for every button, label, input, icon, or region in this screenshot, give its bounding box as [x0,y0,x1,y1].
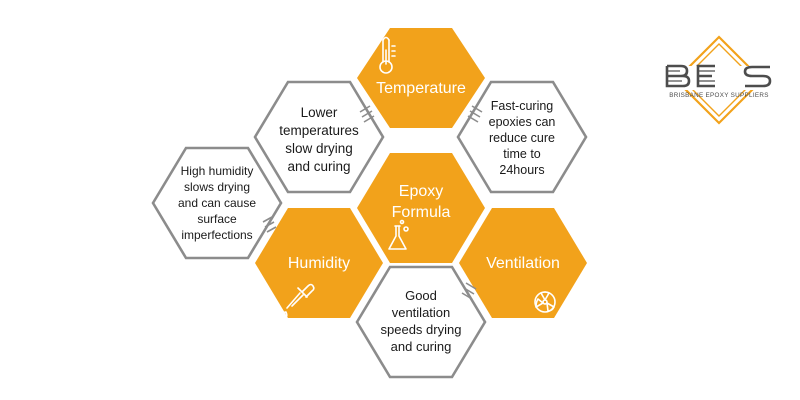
lower-temps-line-3: slow drying [285,141,353,156]
flask-icon [388,219,409,250]
humidity-label: Humidity [288,255,350,272]
good-ventilation-line-2: ventilation [392,305,451,320]
hex-temperature: Temperature [357,28,485,128]
good-ventilation-line-4: and curing [391,339,452,354]
hex-fast-curing: Fast-curing epoxies can reduce cure time… [456,80,588,194]
connector-ticks [262,105,483,300]
fast-curing-line-2: epoxies can [489,115,556,129]
thermometer-icon [379,36,396,74]
good-ventilation-line-3: speeds drying [381,322,462,337]
high-humidity-line-3: and can cause [178,196,256,210]
high-humidity-line-4: surface [197,212,237,226]
brand-logo: BRISBANE EPOXY SUPPLIERS [660,35,778,125]
fan-icon [534,291,556,313]
good-ventilation-line-1: Good [405,288,437,303]
hex-good-ventilation: Good ventilation speeds drying and curin… [355,265,487,379]
hex-epoxy-formula: Epoxy Formula [357,153,485,263]
high-humidity-line-5: imperfections [181,228,252,242]
epoxy-label-line-2: Formula [392,204,451,221]
fast-curing-line-5: 24hours [499,163,544,177]
hex-ventilation: Ventilation [459,208,587,318]
logo-diamond-outer [674,35,764,125]
lower-temps-line-4: and curing [287,159,350,174]
hex-lower-temperatures: Lower temperatures slow drying and curin… [253,80,385,194]
ventilation-label: Ventilation [486,255,560,272]
epoxy-label-line-1: Epoxy [399,183,443,200]
lower-temps-line-1: Lower [301,105,338,120]
hex-high-humidity: High humidity slows drying and can cause… [151,146,283,260]
fast-curing-line-3: reduce cure [489,131,555,145]
fast-curing-line-4: time to [503,147,541,161]
fast-curing-line-1: Fast-curing [491,99,554,113]
logo-letter-e [696,64,715,88]
high-humidity-line-2: slows drying [184,180,250,194]
high-humidity-line-1: High humidity [181,164,254,178]
hex-humidity: Humidity [255,208,383,318]
logo-letter-b [665,64,691,88]
dropper-icon [283,283,315,318]
lower-temps-line-2: temperatures [279,123,359,138]
logo-tagline: BRISBANE EPOXY SUPPLIERS [669,92,768,99]
logo-letter-s [743,65,772,88]
temperature-label: Temperature [376,80,466,97]
